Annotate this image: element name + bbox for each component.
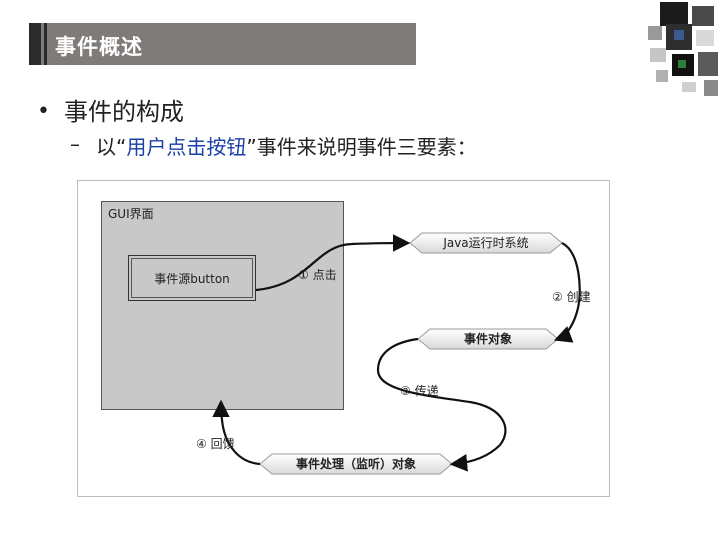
step-pass-label: ③ 传递 bbox=[400, 382, 439, 399]
step-feedback-label: ④ 回馈 bbox=[196, 435, 235, 452]
arrow-pass bbox=[378, 339, 505, 464]
step-create-label: ② 创建 bbox=[552, 288, 591, 305]
java-runtime-label: Java运行时系统 bbox=[410, 233, 562, 253]
arrow-feedback bbox=[221, 404, 260, 464]
event-handler-label: 事件处理（监听）对象 bbox=[260, 454, 452, 474]
step-click-label: ① 点击 bbox=[298, 266, 337, 283]
event-object-label: 事件对象 bbox=[418, 329, 558, 349]
